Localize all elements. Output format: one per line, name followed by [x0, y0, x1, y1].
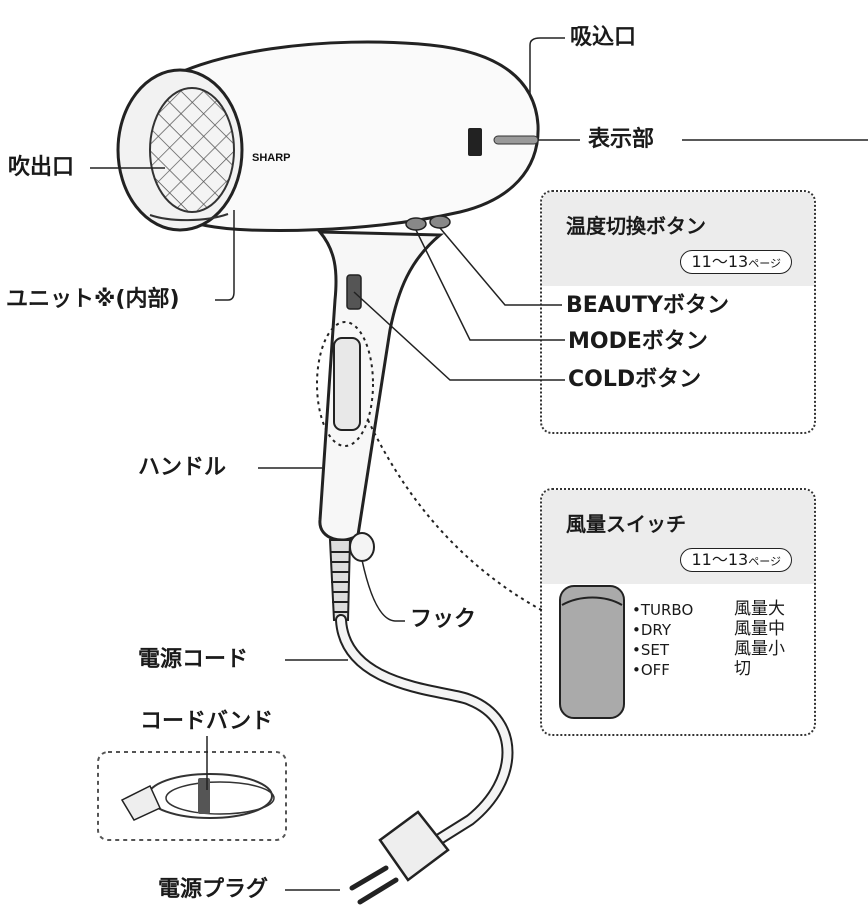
- cord-protector: [328, 539, 352, 621]
- leader-mode: [415, 229, 565, 341]
- temperature-switch-title: 温度切換ボタン: [566, 214, 706, 238]
- label-display: 表示部: [588, 127, 655, 152]
- airflow-level: 切: [734, 659, 751, 679]
- page-range: 11〜13: [691, 252, 749, 271]
- label-outlet: 吹出口: [8, 155, 75, 180]
- airflow-mode: •SET: [632, 641, 670, 659]
- label-hook: フック: [410, 607, 477, 632]
- airflow-slider: [333, 337, 361, 431]
- cord-band-inset: [97, 751, 287, 841]
- label-cord-band: コードバンド: [140, 709, 274, 734]
- label-handle: ハンドル: [138, 455, 227, 480]
- label-power-plug: 電源プラグ: [158, 877, 269, 902]
- display-indicator: [493, 135, 539, 145]
- page-suffix: ページ: [748, 555, 781, 568]
- plug-body: [378, 810, 450, 882]
- airflow-switch-highlight: [316, 321, 374, 447]
- airflow-mode-list: •TURBO •DRY •SET •OFF: [632, 600, 693, 680]
- page-range: 11〜13: [691, 550, 749, 569]
- leader-airflow-dotted: [367, 419, 546, 613]
- airflow-switch-title: 風量スイッチ: [566, 512, 686, 536]
- temperature-page-ref: 11〜13ページ: [680, 250, 792, 274]
- label-mode-button: MODEボタン: [568, 329, 708, 354]
- mode-button: [405, 217, 427, 231]
- label-beauty-button: BEAUTYボタン: [566, 293, 729, 318]
- label-power-cord: 電源コード: [138, 647, 249, 672]
- airflow-level-list: 風量大 風量中 風量小 切: [734, 599, 785, 679]
- temperature-switch-box: 温度切換ボタン 11〜13ページ: [540, 190, 816, 434]
- label-cold-button: COLDボタン: [568, 367, 702, 392]
- airflow-mode: •OFF: [632, 661, 670, 679]
- airflow-mode: •DRY: [632, 621, 672, 639]
- page-suffix: ページ: [748, 257, 781, 270]
- nozzle-inner-curve: [149, 213, 229, 222]
- label-unit: ユニット※(内部): [6, 287, 180, 312]
- cord-band: [198, 778, 210, 814]
- leader-hook: [361, 559, 405, 622]
- power-cord-fill: [337, 616, 512, 849]
- airflow-level: 風量中: [734, 619, 785, 639]
- airflow-level: 風量小: [734, 639, 785, 659]
- airflow-switch-detail: [559, 585, 625, 719]
- airflow-level: 風量大: [734, 599, 785, 619]
- airflow-switch-detail-top: [561, 596, 623, 606]
- leader-cold: [353, 291, 565, 381]
- plug-prongs: [349, 865, 399, 905]
- leader-intake: [529, 37, 565, 95]
- airflow-mode: •TURBO: [632, 601, 694, 619]
- beauty-button: [429, 215, 451, 229]
- brand-logo: SHARP: [252, 152, 291, 164]
- leader-beauty: [439, 227, 562, 306]
- inset-plug: [120, 784, 161, 821]
- label-intake: 吸込口: [570, 25, 637, 50]
- coiled-cord-2: [165, 781, 275, 815]
- hook: [349, 532, 375, 562]
- leader-unit: [215, 210, 235, 301]
- cord-protector-ribs: [331, 551, 349, 613]
- display-panel: [468, 128, 482, 156]
- outlet-grille: [149, 87, 235, 213]
- airflow-page-ref: 11〜13ページ: [680, 548, 792, 572]
